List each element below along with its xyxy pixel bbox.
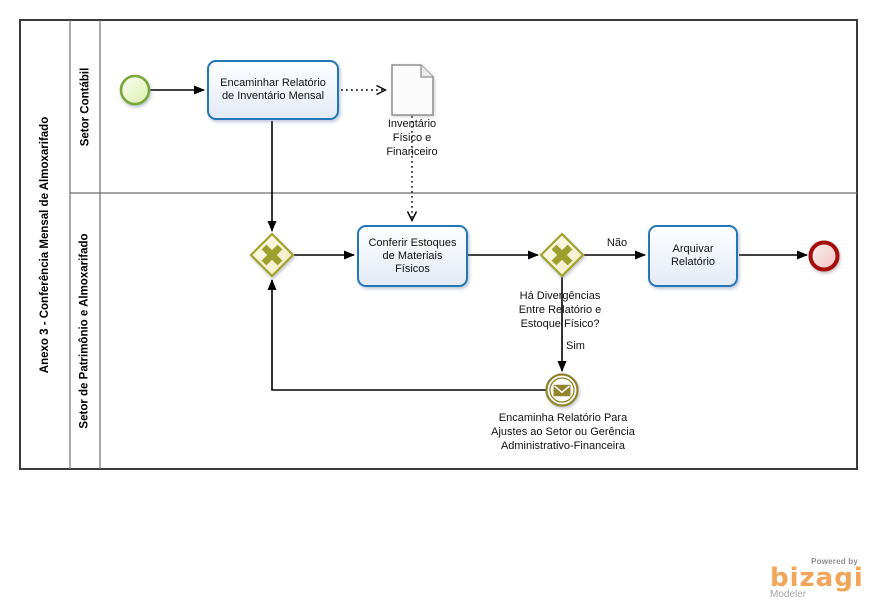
end-event[interactable] bbox=[808, 240, 840, 272]
exclusive-gateway-x-icon bbox=[261, 244, 283, 266]
data-object-icon[interactable] bbox=[391, 64, 434, 116]
lane-label-setor-patrimonio: Setor de Patrimônio e Almoxarifado bbox=[79, 233, 91, 429]
flow-message-back-to-merge-gateway[interactable] bbox=[267, 279, 546, 391]
message-throw-event[interactable] bbox=[545, 373, 579, 407]
powered-by-text: Powered by bbox=[811, 557, 858, 566]
message-envelope-icon bbox=[553, 384, 571, 397]
pool-frame bbox=[19, 19, 858, 470]
exclusive-gateway-x-icon bbox=[551, 244, 573, 266]
task-conferir-estoques[interactable]: Conferir Estoques de Materiais Físicos bbox=[357, 225, 468, 287]
lane-label-setor-contabil: Setor Contábil bbox=[79, 67, 91, 146]
modeler-text: Modeler bbox=[770, 589, 807, 600]
flow-label-sim: Sim bbox=[566, 340, 585, 352]
merge-gateway[interactable] bbox=[249, 232, 295, 278]
decision-gateway[interactable] bbox=[539, 232, 585, 278]
task-encaminhar-relatorio[interactable]: Encaminhar Relatório de Inventário Mensa… bbox=[207, 60, 339, 120]
message-event-label: Encaminha Relatório Para Ajustes ao Seto… bbox=[491, 412, 635, 452]
task-label: Arquivar Relatório bbox=[670, 243, 716, 268]
flow-label-nao: Não bbox=[606, 237, 628, 249]
bizagi-wordmark: bizagi bbox=[770, 563, 864, 593]
task-label: Encaminhar Relatório de Inventário Mensa… bbox=[220, 77, 326, 102]
bizagi-logo: Powered by bizagi Modeler bbox=[770, 557, 864, 600]
pool-title: Anexo 3 - Conferência Mensal de Almoxari… bbox=[39, 116, 52, 373]
start-event[interactable] bbox=[119, 74, 151, 106]
decision-gateway-label: Há Divergências Entre Relatório e Estoqu… bbox=[518, 290, 602, 330]
task-label: Conferir Estoques de Materiais Físicos bbox=[368, 236, 457, 275]
task-arquivar-relatorio[interactable]: Arquivar Relatório bbox=[648, 225, 738, 287]
data-object-label: Inventário Físico e Financeiro bbox=[386, 118, 438, 158]
